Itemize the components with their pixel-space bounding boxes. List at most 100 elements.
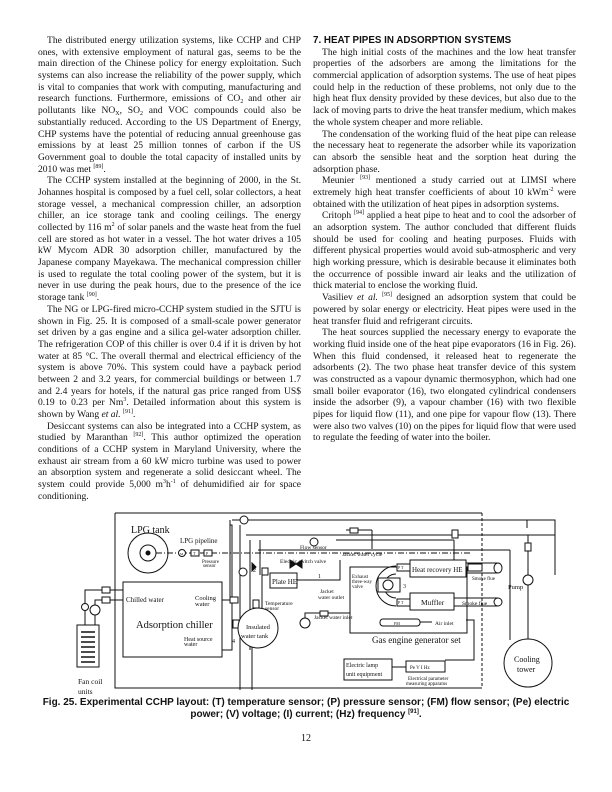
diagram-label: 4 xyxy=(232,639,235,645)
text-run: The NG or LPG-fired micro-CCHP system st… xyxy=(38,303,301,409)
text-run: The CCHP system installed at the beginni… xyxy=(38,175,301,233)
diagram-label: M xyxy=(180,552,184,556)
diagram-label: water outlet xyxy=(318,595,345,601)
text-run: 2 xyxy=(140,111,143,118)
diagram-label: tower xyxy=(517,665,536,674)
diagram-shape xyxy=(101,596,111,604)
text-run: -2 xyxy=(548,186,554,193)
diagram-label: Air inlet xyxy=(435,621,454,627)
diagram-label: Plate HE xyxy=(272,578,297,586)
text-run: et al. xyxy=(356,292,378,304)
diagram-shape xyxy=(445,619,475,661)
text-run: The high initial costs of the machines a… xyxy=(313,46,576,128)
diagram-label: Muffler xyxy=(421,598,445,607)
diagram-label: water xyxy=(195,601,210,608)
text-run: The heat sources supplied the necessary … xyxy=(313,327,576,444)
diagram-label: Smoke flue xyxy=(472,577,496,582)
paragraph: Critoph [94] applied a heat pipe to heat… xyxy=(313,210,576,292)
diagram-shape xyxy=(493,562,503,574)
diagram-label: Electric lamp xyxy=(346,663,378,669)
diagram-shape xyxy=(336,529,455,560)
diagram-label: three-way xyxy=(352,580,372,585)
diagram-shape xyxy=(81,603,89,611)
diagram-shape xyxy=(251,561,257,573)
page-number: 12 xyxy=(301,733,311,744)
diagram-label: Cooling xyxy=(514,655,540,664)
text-run: 3 xyxy=(162,479,166,486)
right-column: 7. HEAT PIPES IN ADSORPTION SYSTEMS The … xyxy=(313,35,576,444)
diagram-label: 3 xyxy=(403,584,406,590)
diagram-shape xyxy=(297,560,350,618)
text-run: and other air pollutants like NO xyxy=(38,93,301,117)
insulated-water-tank xyxy=(237,607,279,649)
diagram-label: Pressure xyxy=(202,560,220,565)
text-run: et al. xyxy=(101,409,121,420)
diagram-label: Smoke flue xyxy=(462,600,488,607)
diagram-label: P T xyxy=(398,600,404,605)
diagram-shape xyxy=(377,577,401,593)
paragraph: Meunier [93] mentioned a study carried o… xyxy=(313,175,576,210)
text-run: X xyxy=(115,111,120,118)
cooling-tower xyxy=(503,638,553,688)
text-run: applied a heat pipe to heat and to cool … xyxy=(313,210,576,292)
diagram-shape xyxy=(454,562,498,607)
diagram-label: sensor xyxy=(265,606,279,612)
text-run: . Detailed information about this system… xyxy=(38,397,301,420)
paragraph: The condensation of the working fluid of… xyxy=(313,129,576,176)
diagram-shape xyxy=(81,631,95,663)
pressure-sensor-icon xyxy=(203,549,213,557)
text-run: . xyxy=(96,292,100,304)
diagram-label: Exhaust xyxy=(352,575,369,580)
diagram-label: Electrical parameter xyxy=(408,677,449,682)
diagram-label: Adsorption chiller xyxy=(136,620,213,631)
paragraph: The NG or LPG-fired micro-CCHP system st… xyxy=(38,304,301,421)
diagram-label: Heat recovery HE xyxy=(412,566,463,574)
diagram-shape xyxy=(451,529,459,539)
text-run: . xyxy=(132,409,136,420)
text-run: h xyxy=(165,479,171,491)
diagram-label: Chilled water xyxy=(126,596,165,604)
diagram-label: Pe V I Hz xyxy=(410,666,430,671)
text-run: -1 xyxy=(170,479,176,486)
text-run: [92] xyxy=(133,432,144,439)
paragraph: The high initial costs of the machines a… xyxy=(313,47,576,129)
diagram-label: Electric switch valve xyxy=(280,559,327,565)
diagram-shape xyxy=(319,610,329,617)
diagram-label: LPG tank xyxy=(131,525,170,536)
diagram-label: sensor xyxy=(203,564,216,569)
diagram-label: P T xyxy=(398,565,404,570)
diagram-shape xyxy=(309,537,319,547)
text-run: [95] xyxy=(382,292,393,299)
diagram-shape xyxy=(261,567,269,576)
paragraph: The distributed energy utilization syste… xyxy=(38,35,301,175)
diagram-label: measuring apparatus xyxy=(406,682,447,687)
adsorption-chiller-box xyxy=(122,581,223,658)
text-run: [89] xyxy=(93,163,104,170)
diagram-label: FM xyxy=(394,621,400,626)
diagram-shape xyxy=(467,563,483,572)
text-run: The distributed energy utilization syste… xyxy=(38,35,301,105)
diagram-label: T xyxy=(193,551,196,556)
diagram-label: units xyxy=(78,687,93,696)
text-run: Desiccant systems can also be integrated… xyxy=(38,420,301,444)
diagram-label: Cooling xyxy=(195,595,217,602)
diagram-shape xyxy=(382,579,394,591)
diagram-shape xyxy=(238,567,248,577)
diagram-shape xyxy=(524,542,532,552)
left-column: The distributed energy utilization syste… xyxy=(38,35,301,503)
text-run: [94] xyxy=(354,210,364,217)
diagram-shape xyxy=(509,520,528,640)
diagram-shape xyxy=(493,597,503,607)
text-run: of solar panels and the waste heat from … xyxy=(38,222,301,304)
text-run: [91] xyxy=(122,409,133,415)
diagram-label: Temperature xyxy=(265,601,293,607)
paragraph: Vasiliev et al. [95] designed an adsorpt… xyxy=(313,292,576,327)
diagram-shape xyxy=(76,624,100,668)
diagram-label: Jacket xyxy=(320,589,334,595)
diagram-shape xyxy=(89,604,101,616)
text-run: 2 xyxy=(240,99,244,106)
diagram-label: Jacket water inlet xyxy=(314,615,353,621)
diagram-shape xyxy=(114,512,482,689)
diagram-label: valve xyxy=(352,585,364,590)
diagram-shape xyxy=(145,550,151,556)
